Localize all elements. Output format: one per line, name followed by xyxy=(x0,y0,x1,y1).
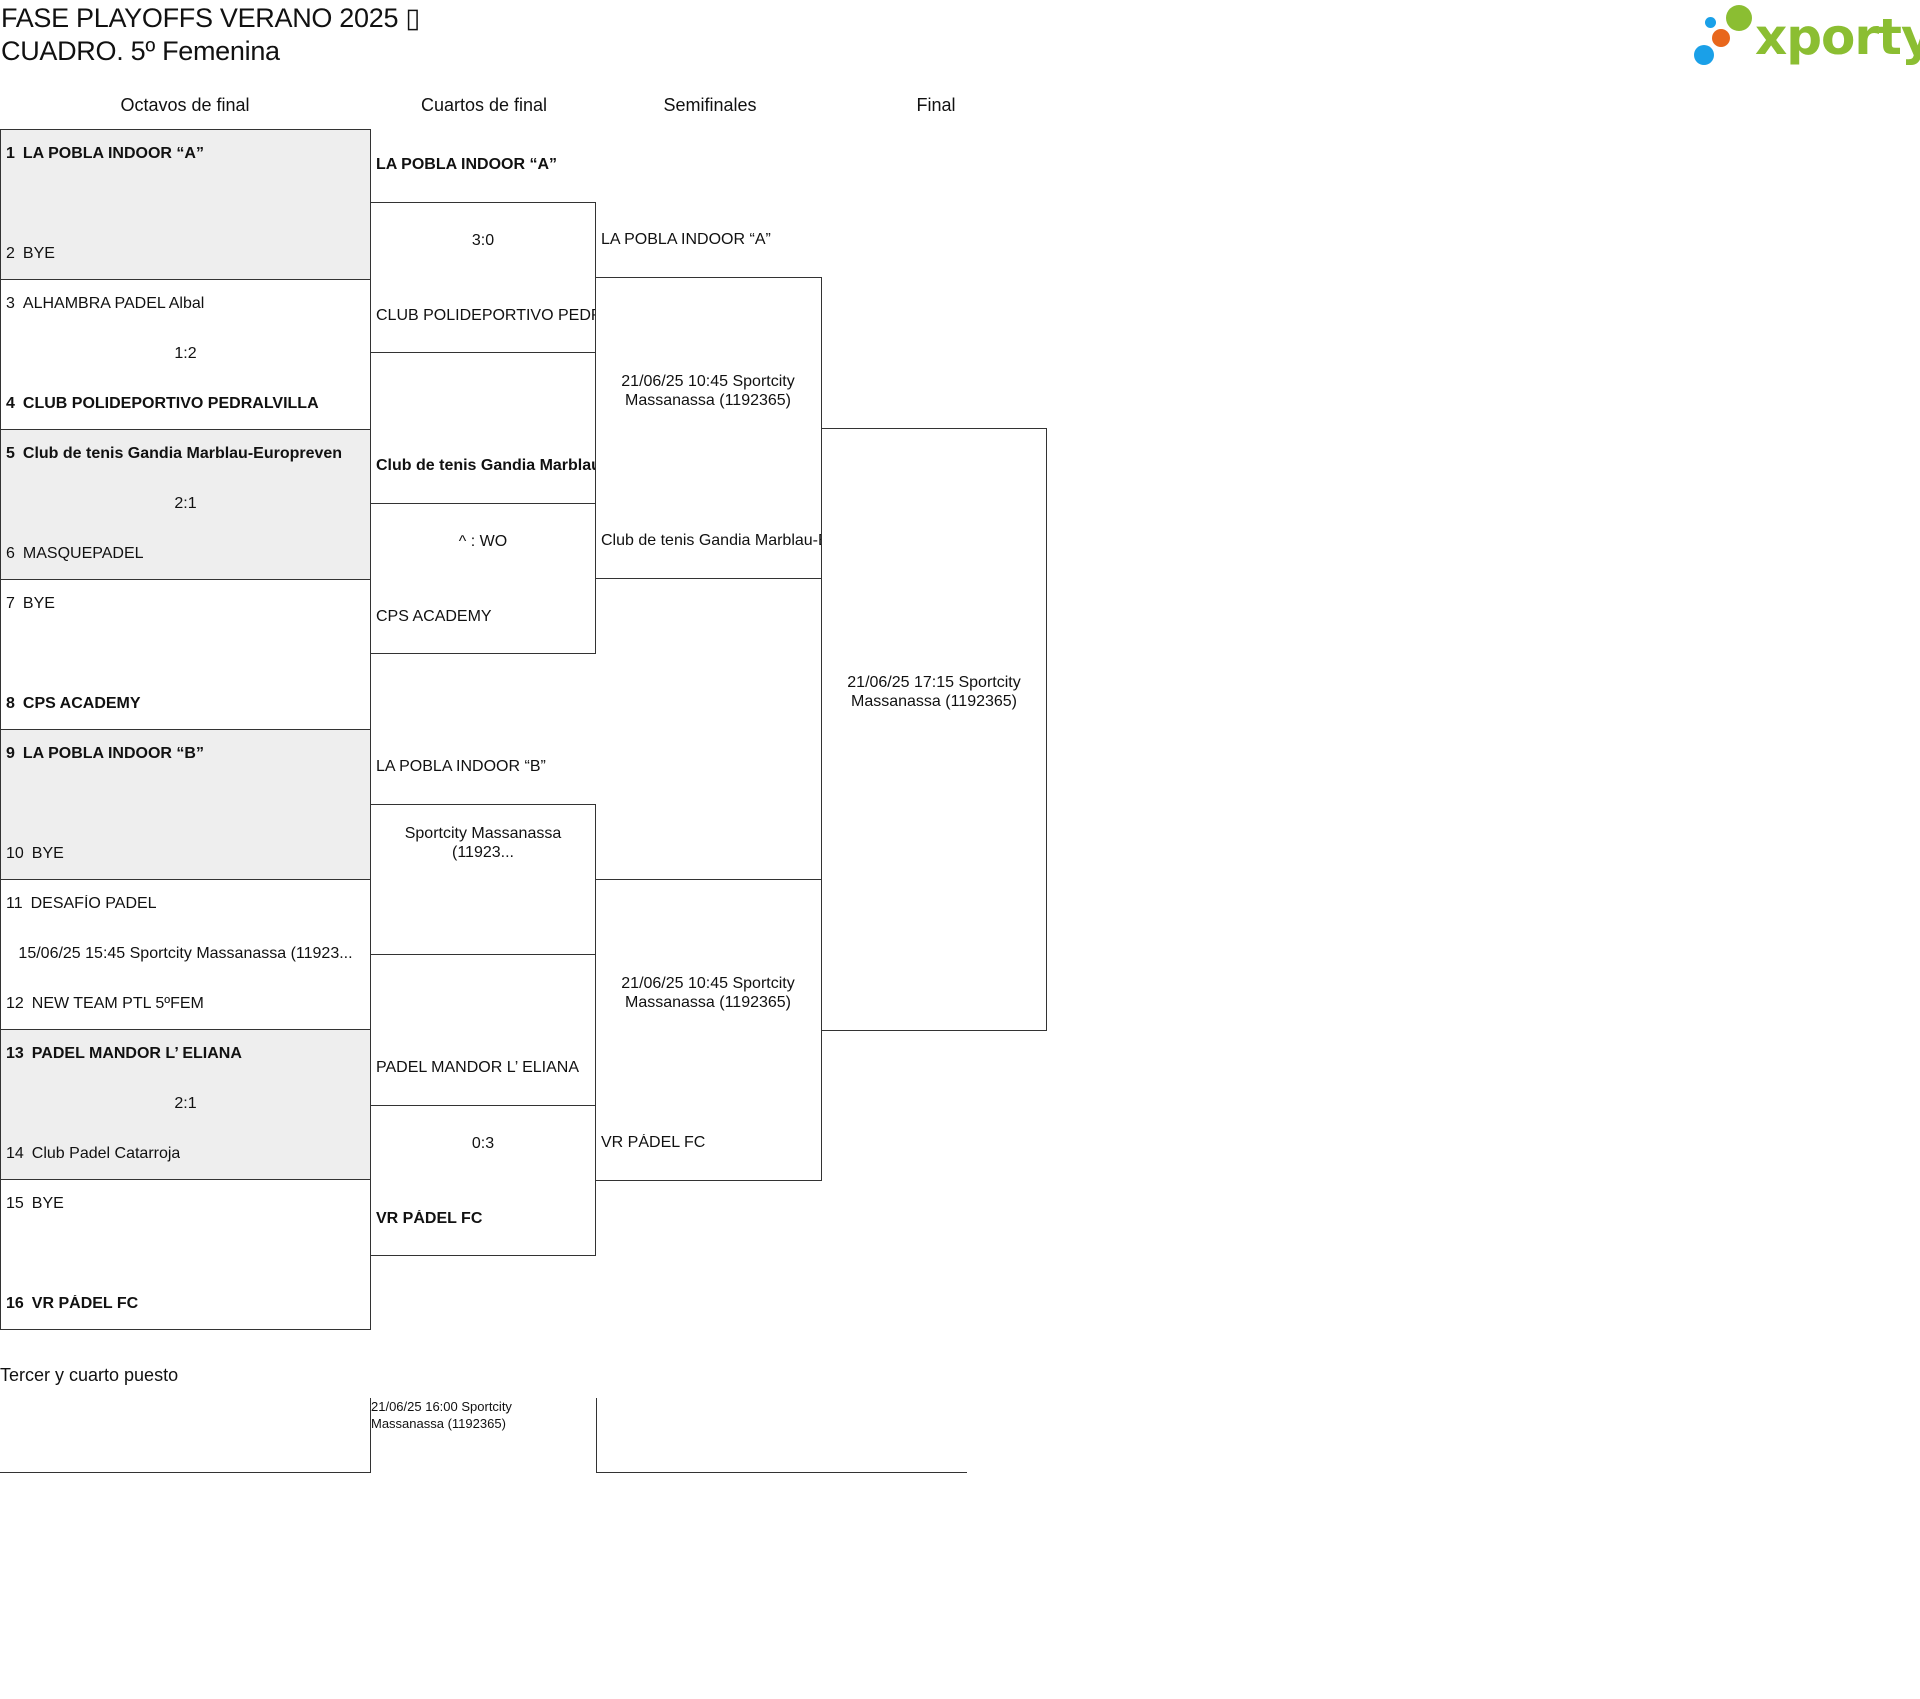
column-header-final: Final xyxy=(916,95,956,115)
logo-dot-green xyxy=(1726,5,1752,31)
third-place-schedule: 21/06/25 16:00 Sportcity Massanassa (119… xyxy=(371,1399,512,1431)
qf-match-1 xyxy=(370,202,596,353)
qf-1-bottom: CLUB POLIDEPORTIVO PEDRALVILLA xyxy=(376,307,595,324)
qf-2-bottom: CPS ACADEMY xyxy=(376,608,492,625)
third-place-line-right xyxy=(596,1472,967,1473)
qf-3-schedule: Sportcity Massanassa (11923... xyxy=(404,825,562,861)
r16-6-schedule: 15/06/25 15:45 Sportcity Massanassa (119… xyxy=(18,945,353,962)
logo-dot-orange xyxy=(1712,29,1730,47)
qf-2-top: Club de tenis Gandia Marblau-Europreven xyxy=(376,457,596,474)
title-line-1: FASE PLAYOFFS VERANO 2025 ▯ xyxy=(1,3,420,33)
r16-2-score: 1:2 xyxy=(174,345,197,362)
third-place-label: Tercer y cuarto puesto xyxy=(0,1365,179,1385)
qf-1-top: LA POBLA INDOOR “A” xyxy=(376,156,558,173)
column-header-qf: Cuartos de final xyxy=(420,95,548,115)
third-place-line-vert-right xyxy=(596,1398,597,1473)
column-header-sf: Semifinales xyxy=(663,95,757,115)
page-title: FASE PLAYOFFS VERANO 2025 ▯ CUADRO. 5º F… xyxy=(1,2,420,68)
third-place-line-vert-left xyxy=(370,1398,371,1473)
logo-dot-blue xyxy=(1694,45,1714,65)
sf-1-top: LA POBLA INDOOR “A” xyxy=(601,231,771,248)
r16-3-score: 2:1 xyxy=(174,495,197,512)
column-header-r16: Octavos de final xyxy=(120,95,250,115)
logo-dot-blue-small xyxy=(1705,17,1716,28)
r16-7-score: 2:1 xyxy=(174,1095,197,1112)
sf-1-schedule: 21/06/25 10:45 Sportcity Massanassa (119… xyxy=(621,373,795,409)
logo-wordmark: xporty xyxy=(1755,8,1920,66)
final-schedule: 21/06/25 17:15 Sportcity Massanassa (119… xyxy=(847,674,1021,710)
sf-2-bottom: VR PÁDEL FC xyxy=(601,1134,706,1151)
xporty-logo: xporty xyxy=(1693,5,1920,67)
final-match xyxy=(821,428,1047,1031)
sf-1-bottom: Club de tenis Gandia Marblau-Europreven xyxy=(601,532,821,549)
qf-2-score: ^ : WO xyxy=(458,533,508,550)
qf-match-4 xyxy=(370,1105,596,1256)
qf-4-top: PADEL MANDOR L’ ELIANA xyxy=(376,1059,580,1076)
qf-match-2 xyxy=(370,503,596,654)
title-line-2: CUADRO. 5º Femenina xyxy=(1,36,280,66)
sf-2-schedule: 21/06/25 10:45 Sportcity Massanassa (119… xyxy=(621,975,795,1011)
qf-4-bottom: VR PÁDEL FC xyxy=(376,1210,483,1227)
qf-1-score: 3:0 xyxy=(471,232,495,249)
third-place-line-left xyxy=(0,1472,370,1473)
qf-4-score: 0:3 xyxy=(471,1135,495,1152)
qf-3-top: LA POBLA INDOOR “B” xyxy=(376,758,546,775)
